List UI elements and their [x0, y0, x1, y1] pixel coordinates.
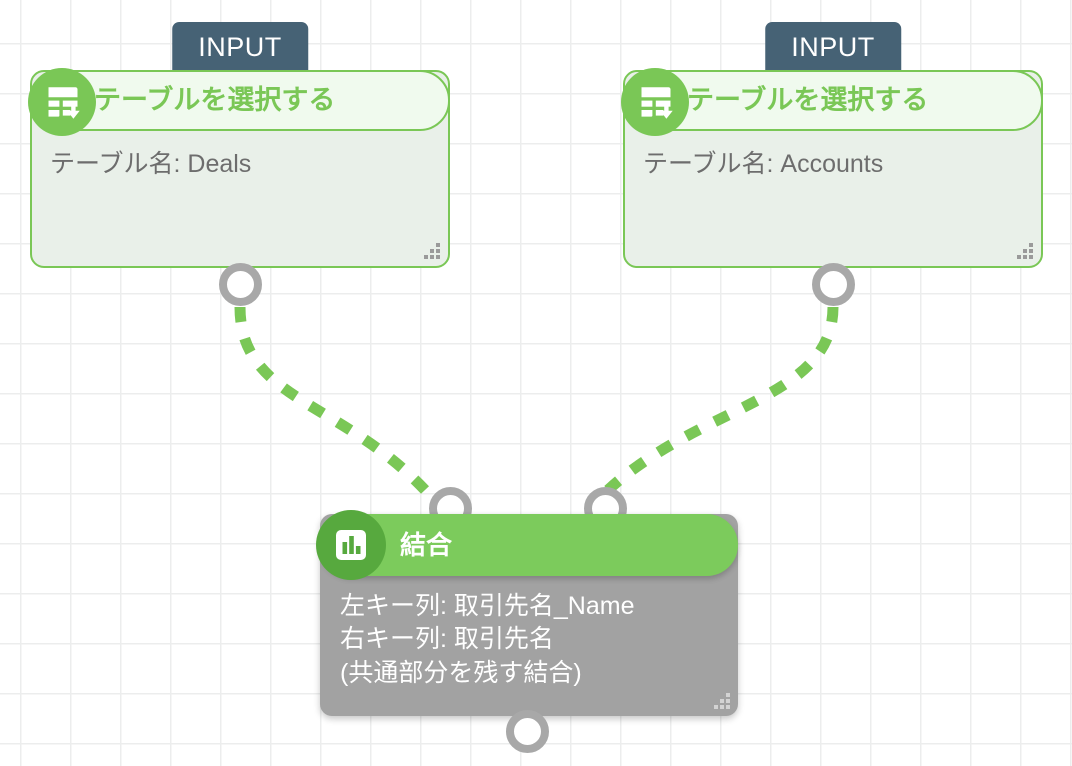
accounts-output-port[interactable]	[812, 263, 855, 306]
node-title: 結合	[400, 530, 453, 560]
join-output-port[interactable]	[506, 710, 549, 753]
node-header[interactable]: 結合	[320, 514, 738, 576]
node-detail-text: テーブル名: Accounts	[643, 150, 884, 178]
node-header[interactable]: テーブルを選択する	[623, 70, 1043, 131]
node-header[interactable]: テーブルを選択する	[30, 70, 450, 131]
node-input-deals[interactable]: INPUT テーブルを選択する テーブル名: Deals	[28, 22, 450, 268]
table-download-icon	[621, 68, 689, 136]
table-download-icon	[28, 68, 96, 136]
node-body[interactable]: テーブルを選択する テーブル名: Deals	[28, 68, 450, 268]
node-join[interactable]: 結合 左キー列: 取引先名_Name 右キー列: 取引先名 (共通部分を残す結合…	[316, 510, 738, 716]
node-detail-text: 左キー列: 取引先名_Name 右キー列: 取引先名 (共通部分を残す結合)	[340, 592, 635, 687]
edge-deals-to-join	[234, 306, 429, 494]
edge-accounts-to-join	[604, 306, 839, 495]
node-title: テーブルを選択する	[94, 85, 336, 115]
node-badge-input: INPUT	[765, 22, 901, 72]
node-detail-text: テーブル名: Deals	[50, 150, 252, 178]
node-body[interactable]: テーブルを選択する テーブル名: Accounts	[621, 68, 1043, 268]
node-title: テーブルを選択する	[687, 85, 929, 115]
node-body[interactable]: 結合 左キー列: 取引先名_Name 右キー列: 取引先名 (共通部分を残す結合…	[316, 510, 738, 716]
node-badge-input: INPUT	[172, 22, 308, 72]
resize-grip-icon[interactable]	[714, 693, 730, 709]
deals-output-port[interactable]	[219, 263, 262, 306]
node-input-accounts[interactable]: INPUT テーブルを選択する テーブル名: Accounts	[621, 22, 1043, 268]
resize-grip-icon[interactable]	[424, 243, 440, 259]
resize-grip-icon[interactable]	[1017, 243, 1033, 259]
bar-chart-icon	[316, 510, 386, 580]
